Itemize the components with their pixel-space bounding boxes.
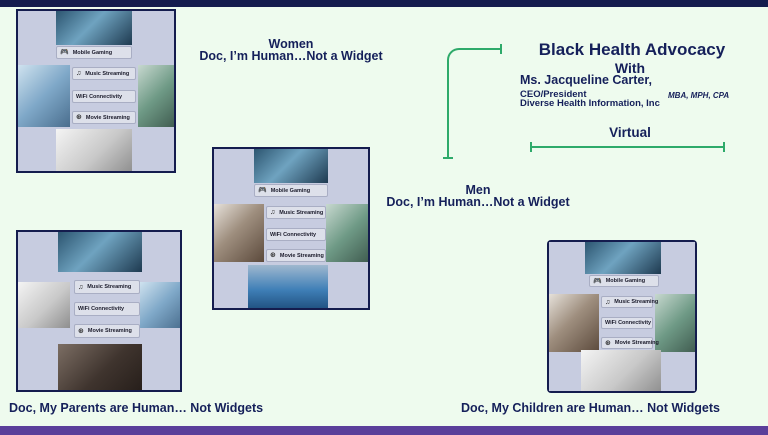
parents-collage: ♫Music Streaming WiFi Connectivity ⊛Movi… bbox=[16, 230, 182, 392]
bottom-bar bbox=[0, 426, 768, 435]
menu-item-music-streaming: ♫Music Streaming bbox=[72, 67, 136, 80]
gamepad-icon: 🎮 bbox=[593, 277, 602, 285]
child-walking-photo bbox=[655, 294, 695, 352]
menu-label: Movie Streaming bbox=[87, 328, 132, 334]
menu-label: WiFi Connectivity bbox=[270, 231, 317, 238]
menu-label: WiFi Connectivity bbox=[76, 93, 123, 100]
gamepad-icon: 🎮 bbox=[258, 187, 267, 194]
nurse-photo bbox=[138, 65, 174, 127]
gamepad-icon: 🎮 bbox=[60, 49, 69, 56]
event-mode: Virtual bbox=[609, 125, 651, 140]
parents-caption: Doc, My Parents are Human… Not Widgets bbox=[9, 401, 264, 415]
music-note-icon: ♫ bbox=[270, 209, 276, 216]
men-subtitle: Doc, I’m Human…Not a Widget bbox=[386, 195, 570, 209]
menu-item-music-streaming: ♫Music Streaming bbox=[74, 280, 140, 294]
menu-item-mobile-gaming: 🎮Mobile Gaming bbox=[56, 46, 132, 59]
film-reel-icon: ⊛ bbox=[270, 252, 276, 259]
menu-label: Music Streaming bbox=[614, 299, 659, 305]
menu-item-mobile-gaming: 🎮Mobile Gaming bbox=[254, 184, 328, 197]
laptop-photo bbox=[585, 242, 661, 274]
doctor-child-photo bbox=[549, 294, 599, 352]
speaker-role: CEO/President bbox=[520, 89, 587, 100]
music-note-icon: ♫ bbox=[78, 283, 84, 291]
family-visit-photo bbox=[58, 344, 142, 390]
menu-item-wifi-connectivity: WiFi Connectivity bbox=[74, 302, 140, 316]
bracket-corner bbox=[447, 48, 464, 64]
menu-label: Mobile Gaming bbox=[270, 187, 311, 194]
menu-item-music-streaming: ♫Music Streaming bbox=[266, 206, 326, 219]
doctor-patient-photo bbox=[56, 129, 132, 171]
film-reel-icon: ⊛ bbox=[605, 339, 611, 347]
senior-doctor-photo bbox=[18, 282, 70, 328]
menu-label: WiFi Connectivity bbox=[605, 320, 652, 326]
virtual-underline-left-tick bbox=[530, 142, 532, 152]
laptop-photo bbox=[56, 11, 132, 45]
laptop-photo bbox=[254, 149, 328, 183]
menu-item-music-streaming: ♫Music Streaming bbox=[601, 296, 658, 308]
speaker-credentials: MBA, MPH, CPA bbox=[668, 91, 730, 100]
menu-label: Music Streaming bbox=[279, 209, 324, 216]
menu-item-mobile-gaming: 🎮Mobile Gaming bbox=[589, 275, 659, 287]
men-title: Men bbox=[465, 183, 491, 197]
doctor-consult-photo bbox=[214, 204, 264, 262]
doctor-pointing-photo bbox=[326, 204, 368, 262]
bracket-top-tick bbox=[500, 44, 502, 54]
menu-label: Music Streaming bbox=[87, 284, 132, 290]
medical-team-photo bbox=[248, 265, 328, 308]
men-collage: 🎮Mobile Gaming ♫Music Streaming WiFi Con… bbox=[212, 147, 370, 310]
menu-item-movie-streaming: ⊛Movie Streaming bbox=[72, 111, 136, 124]
menu-item-wifi-connectivity: WiFi Connectivity bbox=[601, 317, 653, 329]
film-reel-icon: ⊛ bbox=[76, 114, 82, 121]
event-title: Black Health Advocacy bbox=[538, 40, 726, 59]
woman-computer-photo bbox=[18, 65, 70, 127]
menu-label: Movie Streaming bbox=[279, 252, 324, 259]
music-note-icon: ♫ bbox=[605, 298, 611, 306]
menu-label: Music Streaming bbox=[85, 70, 130, 77]
bracket-top-line bbox=[462, 48, 502, 50]
women-title: Women bbox=[268, 37, 314, 51]
menu-item-movie-streaming: ⊛Movie Streaming bbox=[601, 337, 659, 349]
speaker-name: Ms. Jacqueline Carter, bbox=[520, 73, 653, 87]
menu-label: Mobile Gaming bbox=[605, 278, 646, 284]
bracket-bottom-tick bbox=[443, 157, 453, 159]
top-bar bbox=[0, 0, 768, 7]
music-note-icon: ♫ bbox=[76, 70, 82, 77]
children-caption: Doc, My Children are Human… Not Widgets bbox=[461, 401, 720, 415]
menu-label: WiFi Connectivity bbox=[78, 306, 125, 312]
mother-child-photo bbox=[581, 350, 661, 391]
women-collage: 🎮Mobile Gaming ♫Music Streaming WiFi Con… bbox=[16, 9, 176, 173]
virtual-underline-right-tick bbox=[723, 142, 725, 152]
women-subtitle: Doc, I’m Human…Not a Widget bbox=[199, 49, 383, 63]
menu-item-movie-streaming: ⊛Movie Streaming bbox=[266, 249, 326, 262]
film-reel-icon: ⊛ bbox=[78, 327, 84, 335]
menu-label: Mobile Gaming bbox=[72, 49, 113, 56]
menu-item-wifi-connectivity: WiFi Connectivity bbox=[72, 90, 136, 103]
menu-item-movie-streaming: ⊛Movie Streaming bbox=[74, 324, 140, 338]
laptop-photo bbox=[58, 232, 142, 272]
menu-label: Movie Streaming bbox=[85, 114, 130, 121]
children-collage: 🎮Mobile Gaming ♫Music Streaming WiFi Con… bbox=[547, 240, 697, 393]
menu-label: Movie Streaming bbox=[614, 340, 659, 346]
menu-item-wifi-connectivity: WiFi Connectivity bbox=[266, 228, 326, 241]
organization: Diverse Health Information, Inc bbox=[520, 98, 660, 109]
virtual-underline bbox=[531, 146, 725, 148]
bracket-vertical-line bbox=[447, 62, 449, 158]
event-with: With bbox=[614, 60, 646, 76]
senior-couple-photo bbox=[140, 282, 180, 328]
